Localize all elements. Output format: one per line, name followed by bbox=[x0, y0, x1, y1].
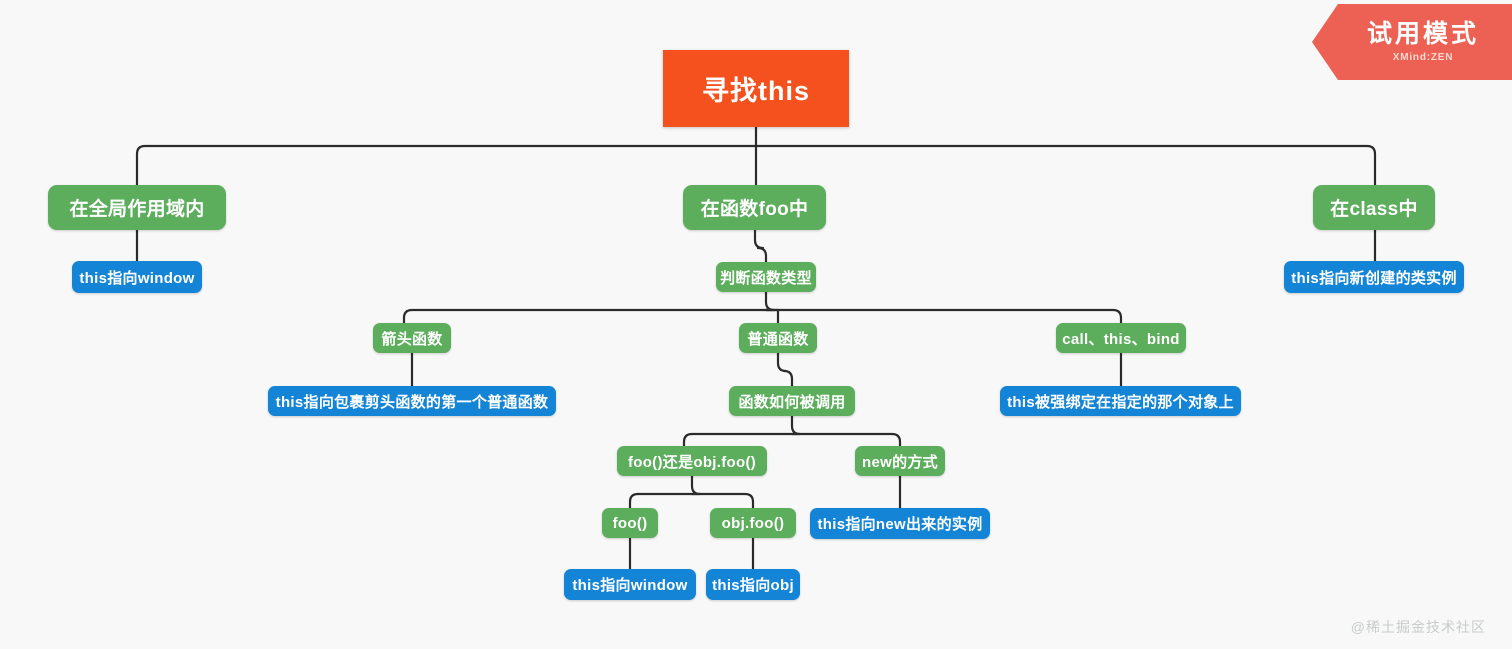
mindmap-node-n-normal[interactable]: 普通函数 bbox=[739, 323, 817, 353]
mindmap-node-n-howcall[interactable]: 函数如何被调用 bbox=[729, 386, 855, 416]
node-label: 判断函数类型 bbox=[720, 269, 812, 287]
connector-path bbox=[776, 351, 794, 388]
node-label: this指向window bbox=[79, 269, 195, 287]
mindmap-node-n-class[interactable]: 在class中 bbox=[1313, 185, 1435, 230]
mindmap-node-n-objfoo[interactable]: obj.foo() bbox=[710, 508, 796, 538]
mindmap-node-n-class-leaf[interactable]: this指向新创建的类实例 bbox=[1284, 261, 1464, 293]
node-label: 函数如何被调用 bbox=[738, 393, 846, 411]
mindmap-node-n-foo[interactable]: 在函数foo中 bbox=[683, 185, 826, 230]
connector-path bbox=[402, 290, 776, 325]
mindmap-node-n-arrow-leaf[interactable]: this指向包裹剪头函数的第一个普通函数 bbox=[268, 386, 556, 416]
node-label: 普通函数 bbox=[747, 330, 809, 348]
mindmap-node-n-new[interactable]: new的方式 bbox=[855, 446, 945, 476]
mindmap-node-n-global[interactable]: 在全局作用域内 bbox=[48, 185, 226, 230]
node-label: foo()还是obj.foo() bbox=[627, 453, 757, 471]
trial-mode-title: 试用模式 bbox=[1366, 20, 1479, 49]
mindmap-node-n-foo-plain[interactable]: foo() bbox=[602, 508, 658, 538]
node-label: this指向new出来的实例 bbox=[817, 516, 983, 533]
watermark-label: @稀土掘金技术社区 bbox=[1350, 619, 1486, 635]
node-label: foo() bbox=[612, 514, 648, 532]
node-label: this指向包裹剪头函数的第一个普通函数 bbox=[275, 393, 549, 411]
node-label: 在函数foo中 bbox=[700, 199, 809, 220]
mindmap-node-n-fntype[interactable]: 判断函数类型 bbox=[716, 262, 816, 292]
connector-path bbox=[682, 414, 802, 448]
connector-path bbox=[764, 308, 1123, 325]
connector-path bbox=[690, 492, 755, 510]
node-label: new的方式 bbox=[862, 453, 938, 471]
product-name-label: XMind:ZEN bbox=[1392, 51, 1454, 63]
node-label: this指向obj bbox=[712, 577, 794, 594]
node-label: 在class中 bbox=[1330, 199, 1418, 220]
connector-path bbox=[753, 228, 768, 264]
connector-path bbox=[628, 474, 702, 510]
connector-path bbox=[790, 432, 902, 448]
trial-mode-ribbon: 试用模式 XMind:ZEN bbox=[1312, 4, 1512, 80]
mindmap-node-n-arrow[interactable]: 箭头函数 bbox=[373, 323, 451, 353]
node-label: 寻找this bbox=[701, 76, 810, 106]
node-label: obj.foo() bbox=[721, 514, 785, 532]
node-label: this被强绑定在指定的那个对象上 bbox=[1007, 393, 1234, 411]
node-label: call、this、bind bbox=[1062, 330, 1180, 348]
mindmap-node-n-global-leaf[interactable]: this指向window bbox=[72, 261, 202, 293]
node-label: this指向新创建的类实例 bbox=[1291, 269, 1457, 287]
mindmap-node-n-foocall[interactable]: foo()还是obj.foo() bbox=[617, 446, 767, 476]
mindmap-node-n-new-leaf[interactable]: this指向new出来的实例 bbox=[810, 508, 990, 539]
mindmap-node-n-foo-leaf[interactable]: this指向window bbox=[564, 569, 696, 600]
mindmap-node-root[interactable]: 寻找this bbox=[663, 50, 849, 127]
node-label: 在全局作用域内 bbox=[69, 199, 205, 220]
mindmap-node-n-bind[interactable]: call、this、bind bbox=[1056, 323, 1186, 353]
node-label: 箭头函数 bbox=[381, 330, 443, 348]
mindmap-node-n-bind-leaf[interactable]: this被强绑定在指定的那个对象上 bbox=[1000, 386, 1241, 416]
mindmap-node-n-objfoo-leaf[interactable]: this指向obj bbox=[706, 569, 800, 600]
node-label: this指向window bbox=[572, 577, 688, 594]
